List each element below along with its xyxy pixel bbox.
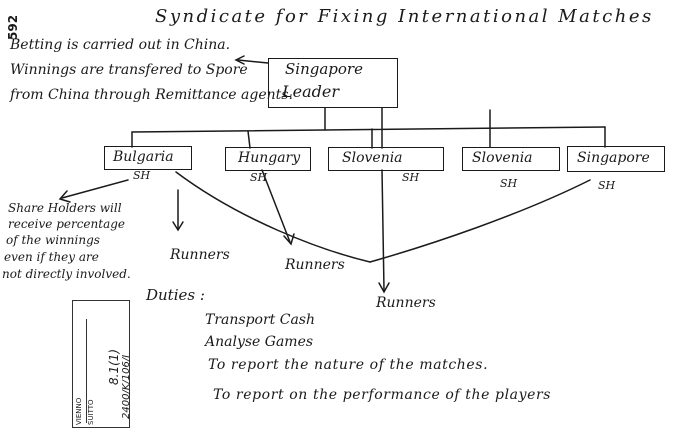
duty-item-4: To report on the performance of the play…	[213, 387, 552, 403]
branch-sh-slovenia-2: SH	[500, 177, 518, 190]
diagram-title: Syndicate for Fixing International Match…	[155, 6, 654, 27]
leader-label-line2: Leader	[282, 82, 339, 101]
branch-box-bulgaria	[104, 146, 192, 170]
branch-sh-bulgaria: SH	[133, 169, 151, 182]
stamp-text-1: 8.1(1)	[107, 348, 121, 385]
duty-item-1: Transport Cash	[205, 312, 315, 328]
runners-label-2: Runners	[285, 257, 345, 273]
branch-box-singapore	[567, 146, 665, 172]
branch-box-slovenia-1	[328, 147, 444, 171]
runners-label-3: Runners	[376, 295, 436, 311]
stamp-text-3: VIENNO	[75, 397, 83, 425]
winnings-note-line2: from China through Remittance agents.	[10, 87, 293, 103]
betting-note: Betting is carried out in China.	[10, 37, 231, 53]
shareholders-note-line4: even if they are	[4, 250, 99, 264]
official-stamp: 8.1(1) 2400/K/106/I VIENNO SUITTO	[72, 300, 132, 428]
shareholders-note-line1: Share Holders will	[8, 201, 122, 215]
branch-sh-singapore: SH	[598, 179, 616, 192]
shareholders-note-line3: of the winnings	[6, 233, 100, 247]
shareholders-note-line2: receive percentage	[8, 217, 126, 231]
stamp-text-2: 2400/K/106/I	[121, 354, 132, 419]
branch-label-slovenia-2: Slovenia	[472, 150, 533, 166]
runners-label-1: Runners	[170, 247, 230, 263]
shareholders-note-line5: not directly involved.	[2, 267, 131, 281]
duties-heading: Duties :	[146, 286, 205, 304]
branch-label-bulgaria: Bulgaria	[113, 149, 174, 165]
stamp-text-4: SUITTO	[87, 399, 95, 425]
duty-item-2: Analyse Games	[205, 334, 314, 350]
winnings-note-line1: Winnings are transfered to Spore	[10, 62, 248, 78]
branch-box-hungary	[225, 147, 311, 171]
branch-label-hungary: Hungary	[238, 150, 301, 166]
branch-box-slovenia-2	[462, 147, 560, 171]
leader-box	[268, 58, 398, 108]
branch-label-singapore: Singapore	[577, 150, 650, 166]
duty-item-3: To report the nature of the matches.	[208, 357, 489, 373]
leader-label-line1: Singapore	[285, 60, 363, 78]
branch-label-slovenia-1: Slovenia	[342, 150, 403, 166]
branch-sh-hungary: SH	[250, 171, 268, 184]
stamp-inner-frame	[86, 319, 119, 423]
branch-sh-slovenia-1: SH	[402, 171, 420, 184]
